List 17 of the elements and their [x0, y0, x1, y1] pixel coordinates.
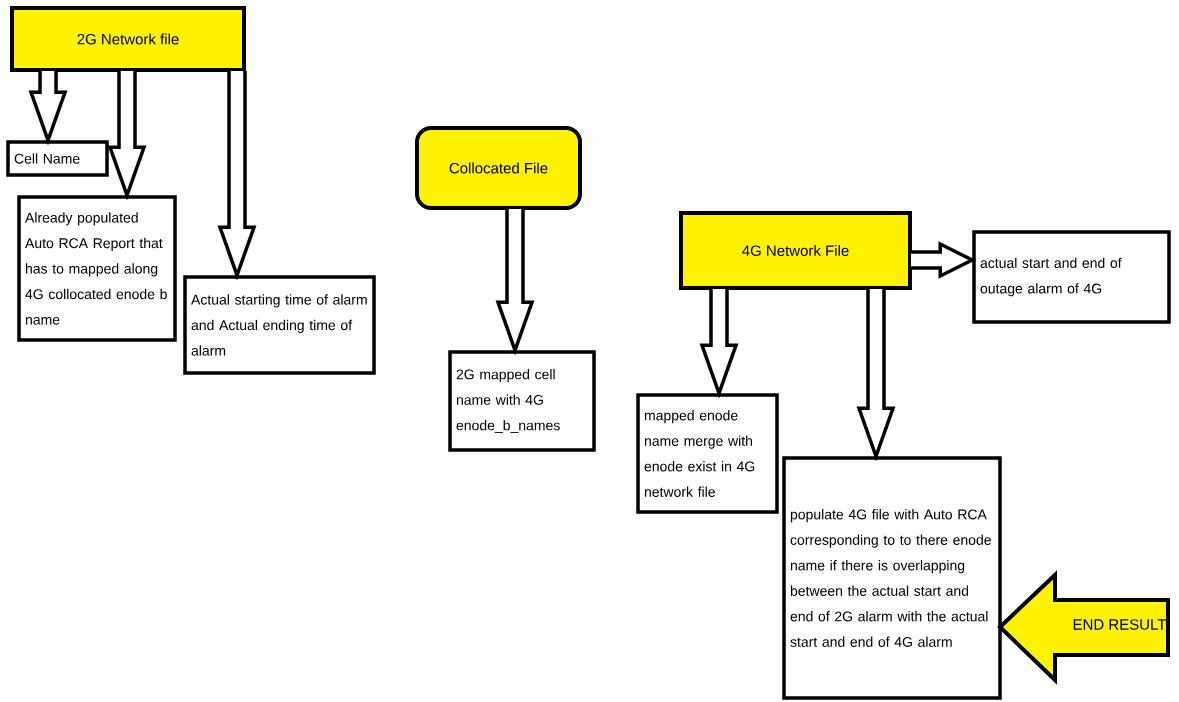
title-box: Collocated File: [415, 126, 582, 210]
process-box: actual start and end of outage alarm of 4G: [972, 230, 1171, 324]
block-arrow: [495, 207, 535, 356]
title-box: 2G Network file: [10, 6, 246, 72]
block-arrow: [28, 69, 68, 146]
title-box: 4G Network File: [679, 211, 912, 290]
block-arrow: [909, 241, 977, 279]
process-box: Already populated Auto RCA Report that has to mapped along 4G collocated enode b name: [17, 195, 177, 342]
process-box: Cell Name: [6, 140, 109, 177]
block-arrow: [699, 287, 739, 399]
block-arrow: [107, 69, 147, 201]
block-arrow: [217, 69, 257, 281]
process-box: Actual starting time of alarm and Actual ending time of alarm: [183, 275, 376, 375]
process-box: mapped enode name merge with enode exist in 4G network file: [636, 393, 779, 514]
process-box: 2G mapped cell name with 4G enode_b_names: [448, 350, 596, 452]
block-arrow: [856, 287, 896, 462]
process-box: populate 4G file with Auto RCA corresponding to to there enode name if there is overlapping between the actual start and end of 2G alarm with the actual start and end of 4G alarm: [782, 456, 1002, 700]
